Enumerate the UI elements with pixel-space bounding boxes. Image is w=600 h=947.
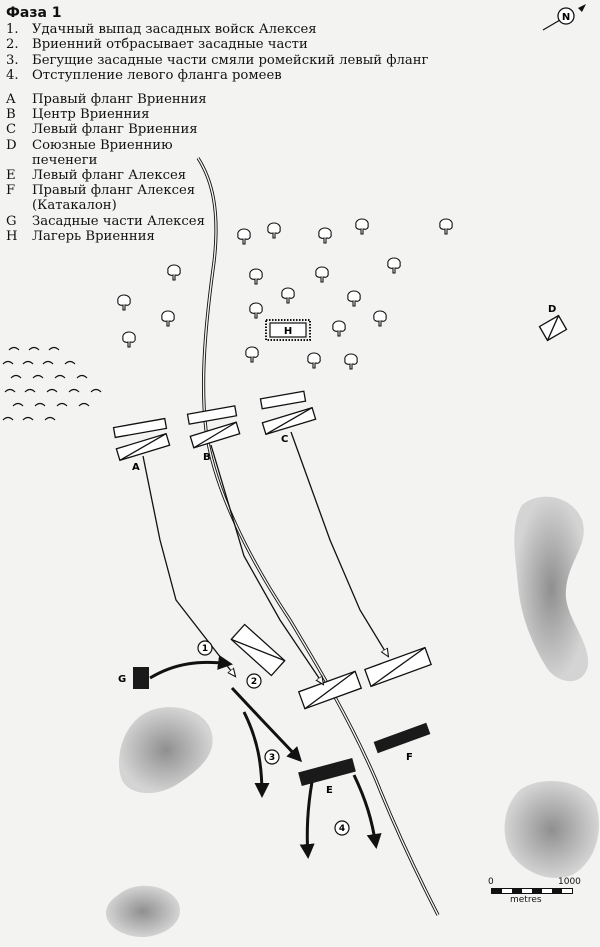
unit-desc: Правый фланг Алексея bbox=[32, 183, 196, 199]
label-B: B bbox=[203, 452, 211, 463]
unit-key-H: H Лагерь Вриенния bbox=[6, 229, 466, 244]
unit-desc: Левый фланг Алексея bbox=[32, 168, 187, 184]
north-label: N bbox=[562, 12, 570, 23]
unit-advanced-1 bbox=[230, 623, 286, 677]
unit-key: C bbox=[6, 122, 17, 138]
phase-item: 1. Удачный выпад засадных войск Алексея bbox=[6, 22, 466, 37]
scale-unit: metres bbox=[510, 895, 542, 905]
label-G: G bbox=[118, 674, 126, 685]
unit-desc: Центр Вриенния bbox=[32, 107, 150, 123]
label-D: D bbox=[548, 304, 556, 315]
marker-4 bbox=[334, 820, 350, 836]
scale-max: 1000 bbox=[558, 877, 581, 887]
unit-advanced-3 bbox=[364, 646, 432, 688]
marker-1 bbox=[197, 640, 213, 656]
label-F: F bbox=[406, 752, 413, 763]
unit-desc: Левый фланг Вриенния bbox=[32, 122, 198, 138]
unit-F bbox=[373, 722, 431, 754]
marker-3 bbox=[264, 749, 280, 765]
phase-text: Удачный выпад засадных войск Алексея bbox=[32, 22, 317, 38]
unit-E bbox=[298, 757, 356, 787]
unit-key: F bbox=[6, 183, 16, 199]
phase-item: 4. Отступление левого фланга ромеев bbox=[6, 68, 466, 83]
hill-east-1 bbox=[514, 496, 589, 682]
scale-bar: 0 1000 metres bbox=[484, 877, 584, 905]
label-A: A bbox=[132, 462, 140, 473]
scale-bar-graphic bbox=[491, 888, 573, 894]
unit-desc: Засадные части Алексея bbox=[32, 213, 205, 229]
unit-desc-cont: печенеги bbox=[32, 152, 98, 168]
marker-2 bbox=[246, 673, 262, 689]
marker-2-text: 2 bbox=[251, 677, 257, 687]
hill-west bbox=[118, 707, 213, 794]
phase-number: 1. bbox=[6, 22, 19, 38]
legend: Фаза 1 1. Удачный выпад засадных войск Ал… bbox=[6, 5, 466, 244]
marker-1-text: 1 bbox=[202, 644, 208, 654]
unit-D bbox=[538, 314, 568, 342]
unit-advanced-2 bbox=[297, 670, 363, 710]
unit-key-B: B Центр Вриенния bbox=[6, 107, 466, 122]
scale-zero: 0 bbox=[488, 877, 494, 887]
phase-item: 2. Вриенний отбрасывает засадные части bbox=[6, 37, 466, 52]
phase-number: 3. bbox=[6, 52, 19, 68]
camp-icon bbox=[265, 319, 311, 341]
unit-desc: Лагерь Вриенния bbox=[32, 228, 155, 244]
unit-key: E bbox=[6, 168, 16, 184]
north-arrow-icon bbox=[542, 4, 586, 31]
unit-desc: Правый фланг Вриенния bbox=[32, 92, 207, 108]
phase-item: 3. Бегущие засадные части смяли ромейский… bbox=[6, 53, 466, 68]
unit-key-A: A Правый фланг Вриенния bbox=[6, 92, 466, 107]
manoeuvre-arrows bbox=[149, 654, 382, 859]
unit-key-F: F Правый фланг Алексея(Катакалон) bbox=[6, 183, 466, 213]
unit-key: A bbox=[6, 92, 16, 108]
marsh-area bbox=[2, 346, 102, 421]
unit-G bbox=[133, 667, 149, 689]
unit-desc: Союзные Вриеннию bbox=[32, 137, 173, 153]
unit-key-C: C Левый фланг Вриенния bbox=[6, 122, 466, 137]
hill-southwest bbox=[105, 885, 180, 938]
label-C: C bbox=[281, 434, 288, 445]
hill-east-2 bbox=[504, 781, 599, 879]
unit-key: D bbox=[6, 137, 17, 153]
unit-key: B bbox=[6, 107, 16, 123]
unit-key-G: G Засадные части Алексея bbox=[6, 214, 466, 229]
unit-B bbox=[186, 405, 241, 449]
phase-text: Бегущие засадные части смяли ромейский л… bbox=[32, 52, 429, 68]
label-H: H bbox=[284, 326, 292, 337]
unit-key: G bbox=[6, 213, 17, 229]
legend-title: Фаза 1 bbox=[6, 5, 62, 21]
unit-A bbox=[112, 417, 171, 462]
phase-number: 4. bbox=[6, 67, 19, 83]
phase-number: 2. bbox=[6, 37, 19, 53]
phase-text: Вриенний отбрасывает засадные части bbox=[32, 37, 308, 53]
unit-C bbox=[259, 390, 317, 436]
unit-desc-cont: (Катакалон) bbox=[32, 198, 117, 214]
unit-key: H bbox=[6, 228, 18, 244]
phase-text: Отступление левого фланга ромеев bbox=[32, 67, 282, 83]
label-E: E bbox=[326, 785, 333, 796]
marker-3-text: 3 bbox=[269, 753, 275, 763]
advance-arrows bbox=[142, 431, 388, 684]
marker-4-text: 4 bbox=[339, 824, 345, 834]
unit-key-E: E Левый фланг Алексея bbox=[6, 168, 466, 183]
